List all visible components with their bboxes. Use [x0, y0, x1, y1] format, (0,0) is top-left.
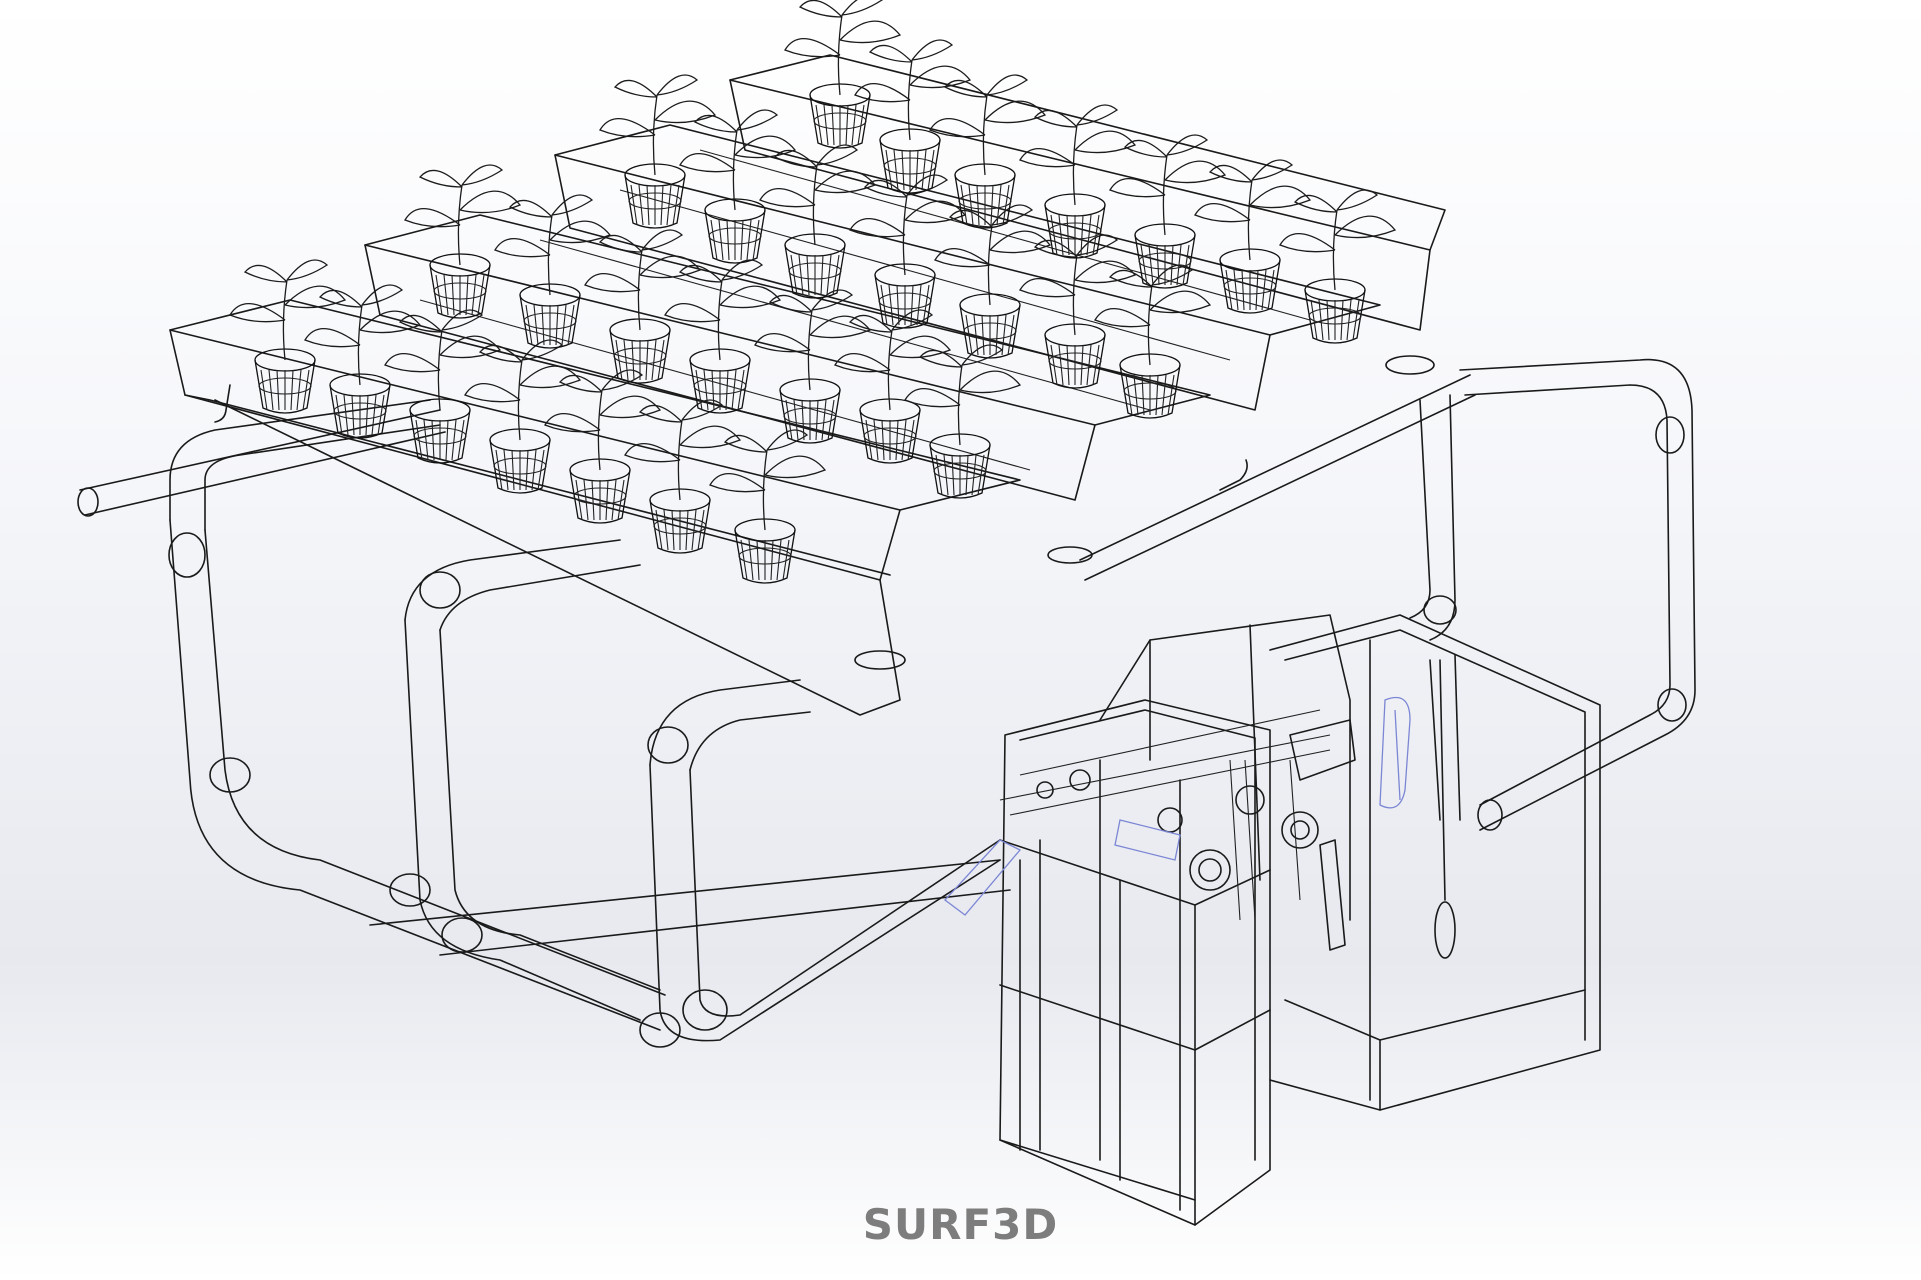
net-pot: [599, 74, 717, 229]
net-pot: [709, 429, 827, 584]
net-pot: [1019, 104, 1137, 259]
net-pot: [1279, 189, 1397, 344]
net-pots-with-plants: [229, 0, 1397, 584]
grow-trays: [169, 54, 1446, 716]
net-pot: [849, 174, 967, 329]
net-pot: [494, 194, 612, 349]
net-pot: [1109, 134, 1227, 289]
net-pot: [759, 144, 877, 299]
net-pot: [584, 229, 702, 384]
watermark-logo-text: SURF3D: [862, 1200, 1059, 1249]
net-pot: [404, 164, 522, 319]
net-pot: [1094, 264, 1212, 419]
pipe-frame: [77, 358, 1696, 1048]
net-pot: [904, 344, 1022, 499]
net-pot: [544, 369, 662, 524]
net-pot: [624, 399, 742, 554]
net-pot: [664, 259, 782, 414]
net-pot: [784, 0, 902, 149]
net-pot: [754, 289, 872, 444]
net-pot: [1019, 234, 1137, 389]
pump-filter-unit: [944, 614, 1601, 1226]
net-pot: [854, 39, 972, 194]
net-pot: [384, 309, 502, 464]
net-pot: [929, 74, 1047, 229]
net-pot: [679, 109, 797, 264]
net-pot: [229, 259, 347, 414]
net-pot: [1194, 159, 1312, 314]
net-pot: [934, 204, 1052, 359]
net-pot: [464, 339, 582, 494]
net-pot: [304, 284, 422, 439]
